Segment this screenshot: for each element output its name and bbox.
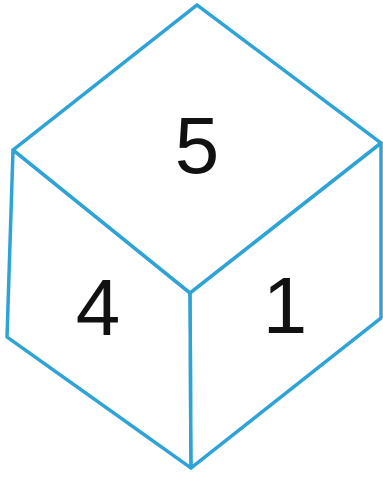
right-face-label: 1 [263, 261, 308, 350]
cube-edges [7, 5, 381, 468]
left-face-label: 4 [76, 263, 121, 352]
top-face-label: 5 [175, 101, 220, 190]
